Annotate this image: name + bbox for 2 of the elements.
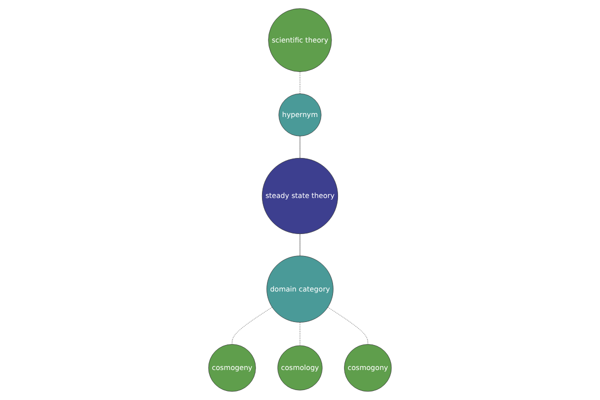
connector	[232, 307, 272, 345]
connector	[328, 307, 368, 345]
